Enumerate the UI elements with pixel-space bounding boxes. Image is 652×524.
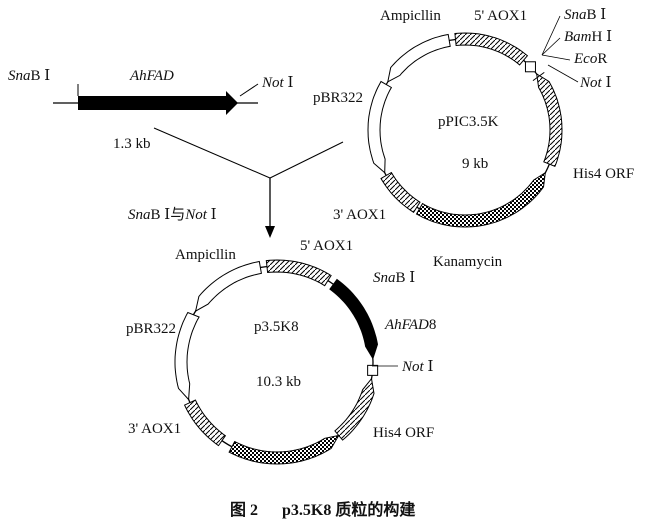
product-his4-label: His4 ORF [373, 425, 434, 441]
product-not-label: Not Ⅰ [401, 359, 433, 375]
vector-not-label: Not Ⅰ [579, 75, 611, 91]
product-3aox1-label: 3' AOX1 [128, 421, 181, 437]
insert-fragment: SnaB Ⅰ AhFAD Not Ⅰ 1.3 kb [8, 68, 293, 152]
product-his4-arrow [334, 377, 375, 441]
insert-gene-label: AhFAD [129, 68, 174, 84]
vector-kanamycin-arrow [415, 171, 546, 228]
digest-arrow-head [265, 226, 275, 238]
product-kanamycin-segment [228, 434, 340, 465]
vector-ecor-label: EcoR [573, 51, 607, 67]
ahfad-insert-arrow [78, 91, 238, 115]
product-plasmid: p3.5K8 10.3 kb Ampicllin 5' AOX1 SnaB Ⅰ … [126, 238, 436, 465]
vector-5aox1-segment [454, 32, 529, 66]
product-name-label: p3.5K8 [254, 319, 299, 335]
product-pbr322-arrow [174, 311, 200, 401]
product-5aox1-segment [265, 259, 332, 287]
product-ampicillin-arrow [194, 260, 262, 313]
vector-name-label: pPIC3.5K [438, 114, 499, 130]
digest-enzymes-label: SnaB Ⅰ与Not Ⅰ [128, 206, 217, 223]
vector-size-label: 9 kb [462, 156, 488, 172]
figure-number: 图 2 [230, 501, 258, 519]
vector-plasmid: pPIC3.5K 9 kb Ampicllin 5' AOX1 SnaB Ⅰ B… [313, 7, 634, 270]
product-ahfad-insert-arrow [329, 278, 379, 360]
vector-pbr322-arrow [367, 80, 393, 174]
ligation-connector: SnaB Ⅰ与Not Ⅰ [128, 127, 344, 238]
vector-bamh-label: BamH Ⅰ [564, 29, 612, 45]
vector-his4-label: His4 ORF [573, 166, 634, 182]
vector-3aox1-label: 3' AOX1 [333, 207, 386, 223]
insert-size-label: 1.3 kb [113, 136, 151, 152]
product-snab-label: SnaB Ⅰ [373, 270, 415, 286]
vector-snab-label: SnaB Ⅰ [564, 7, 606, 23]
product-size-label: 10.3 kb [256, 374, 301, 390]
product-5aox1-label: 5' AOX1 [300, 238, 353, 254]
vector-5aox1-label: 5' AOX1 [474, 8, 527, 24]
product-3aox1-segment [183, 399, 227, 447]
vector-ampicillin-arrow [387, 33, 451, 83]
vector-his4-arrow [536, 73, 563, 167]
figure-title: p3.5K8 质粒的构建 [282, 500, 415, 519]
product-not-site-box [367, 364, 379, 376]
product-ampicillin-label: Ampicllin [175, 247, 236, 263]
product-pbr322-label: pBR322 [126, 321, 176, 337]
vector-ampicillin-label: Ampicllin [380, 8, 441, 24]
vector-kanamycin-label: Kanamycin [433, 254, 503, 270]
vector-3aox1-segment [380, 171, 421, 214]
insert-right-site-label: Not Ⅰ [261, 75, 293, 91]
insert-right-site-tick [239, 83, 259, 97]
vector-mcs-box [524, 61, 536, 73]
insert-left-site-label: SnaB Ⅰ [8, 68, 50, 84]
product-ahfad-label: AhFAD8 [384, 317, 436, 333]
vector-pbr322-label: pBR322 [313, 90, 363, 106]
figure-caption: 图 2 p3.5K8 质粒的构建 [230, 500, 415, 519]
